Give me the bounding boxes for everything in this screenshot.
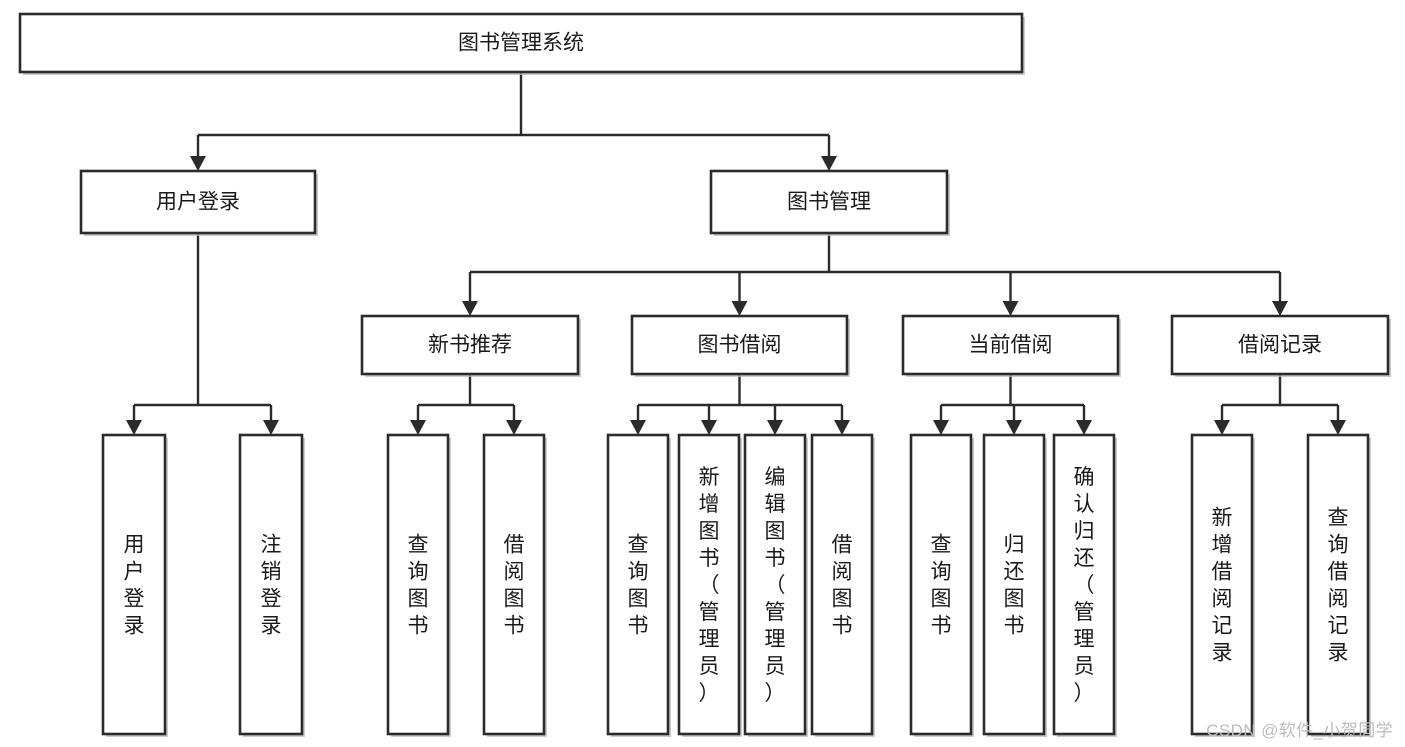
node-box[interactable] <box>1306 433 1370 736</box>
node-label: 图书管理系统 <box>458 32 584 55</box>
node-borrow-borrow-book[interactable]: 借阅图书 <box>810 433 874 736</box>
node-box[interactable] <box>1190 433 1254 736</box>
node-box[interactable] <box>1052 433 1116 736</box>
node-box[interactable] <box>677 433 741 736</box>
node-user-login[interactable]: 用户登录 <box>79 169 317 235</box>
node-box[interactable] <box>79 169 317 235</box>
node-new-book-recommend[interactable]: 新书推荐 <box>360 314 580 376</box>
node-borrow-record[interactable]: 借阅记录 <box>1170 314 1390 376</box>
node-current-query-book[interactable]: 查询图书 <box>909 433 973 736</box>
node-current-return-book[interactable]: 归还图书 <box>982 433 1046 736</box>
node-box[interactable] <box>909 433 973 736</box>
node-label: 当前借阅 <box>969 334 1053 357</box>
node-box[interactable] <box>386 433 450 736</box>
node-label: 新增图书（管理员） <box>699 466 720 705</box>
node-record-add[interactable]: 新增借阅记录 <box>1190 433 1254 736</box>
node-label: 图书管理 <box>787 191 871 214</box>
node-box[interactable] <box>360 314 580 376</box>
node-label: 新书推荐 <box>428 334 512 357</box>
node-borrow-edit-book[interactable]: 编辑图书（管理员） <box>743 433 807 736</box>
connector-arrow <box>630 405 646 435</box>
node-label: 借阅记录 <box>1238 334 1322 357</box>
node-borrow-query-book[interactable]: 查询图书 <box>606 433 670 736</box>
node-box[interactable] <box>630 314 849 376</box>
node-current-borrow[interactable]: 当前借阅 <box>901 314 1120 376</box>
connector-arrow <box>126 405 142 435</box>
node-label: 查询借阅记录 <box>1328 507 1349 665</box>
node-root[interactable]: 图书管理系统 <box>18 12 1024 74</box>
node-box[interactable] <box>18 12 1024 74</box>
node-box[interactable] <box>238 433 304 736</box>
node-user-login-do[interactable]: 用户登录 <box>101 433 167 736</box>
connector-arrow <box>190 135 206 171</box>
node-label: 新增借阅记录 <box>1212 507 1233 665</box>
node-current-confirm-return[interactable]: 确认归还（管理员） <box>1052 433 1116 736</box>
connector-arrow <box>410 405 426 435</box>
node-label: 查询图书 <box>408 534 429 638</box>
connectors-layer <box>126 72 1346 435</box>
node-book-borrow[interactable]: 图书借阅 <box>630 314 849 376</box>
node-box[interactable] <box>982 433 1046 736</box>
node-box[interactable] <box>1170 314 1390 376</box>
connector-arrow <box>933 405 949 435</box>
node-label: 查询图书 <box>628 534 649 638</box>
connector-arrow <box>462 272 478 316</box>
connector-arrow <box>1002 272 1019 316</box>
connector-arrow <box>1330 405 1346 435</box>
node-box[interactable] <box>709 169 949 235</box>
connector-arrow <box>731 272 748 316</box>
node-box[interactable] <box>101 433 167 736</box>
nodes-layer: 图书管理系统用户登录图书管理用户登录注销登录新书推荐查询图书借阅图书图书借阅查询… <box>18 12 1391 737</box>
node-label: 借阅图书 <box>504 534 525 638</box>
node-box[interactable] <box>810 433 874 736</box>
node-box[interactable] <box>743 433 807 736</box>
node-label: 借阅图书 <box>832 534 853 638</box>
node-user-logout[interactable]: 注销登录 <box>238 433 304 736</box>
node-label: 编辑图书（管理员） <box>765 466 786 705</box>
connector-arrow <box>1006 405 1022 435</box>
connector-arrow <box>767 405 783 435</box>
node-book-manage[interactable]: 图书管理 <box>709 169 949 235</box>
node-record-query[interactable]: 查询借阅记录 <box>1306 433 1370 736</box>
node-recommend-borrow-book[interactable]: 借阅图书 <box>482 433 546 736</box>
node-recommend-query-book[interactable]: 查询图书 <box>386 433 450 736</box>
node-box[interactable] <box>482 433 546 736</box>
connector-arrow <box>701 405 717 435</box>
connector-arrow <box>834 405 850 435</box>
watermark-text: CSDN @软件_小贺同学 <box>1206 721 1393 740</box>
node-label: 注销登录 <box>261 534 282 638</box>
connector-arrow <box>821 135 837 171</box>
node-label: 用户登录 <box>156 191 240 214</box>
connector-arrow <box>1272 272 1288 316</box>
node-box[interactable] <box>606 433 670 736</box>
node-box[interactable] <box>901 314 1120 376</box>
node-label: 图书借阅 <box>698 334 782 357</box>
connector-arrow <box>263 405 279 435</box>
node-label: 归还图书 <box>1004 534 1025 638</box>
connector-arrow <box>1214 405 1230 435</box>
connector-arrow <box>506 405 522 435</box>
node-label: 确认归还（管理员） <box>1074 466 1095 705</box>
node-borrow-add-book[interactable]: 新增图书（管理员） <box>677 433 741 736</box>
node-label: 用户登录 <box>124 534 145 638</box>
connector-arrow <box>1076 405 1092 435</box>
node-label: 查询图书 <box>931 534 952 638</box>
